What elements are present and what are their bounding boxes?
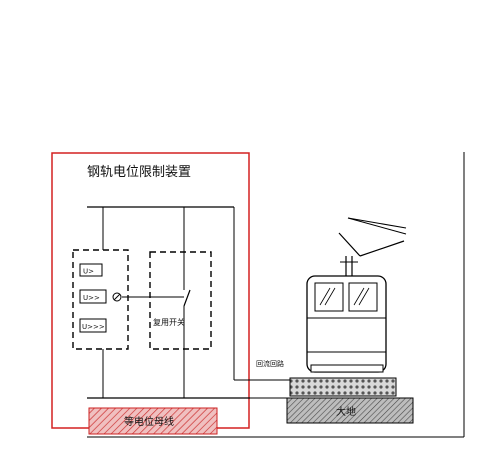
relay-u3-label: U>>>: [82, 323, 105, 331]
relay-u2: [79, 289, 107, 304]
device-title: 钢轨电位限制装置: [87, 165, 191, 180]
equipotential-busbar: [88, 407, 218, 435]
relay-u1-label: U>: [83, 268, 94, 276]
reset-switch-box: [149, 251, 212, 350]
relay-u3: [79, 318, 107, 333]
thyristor-symbol: [112, 292, 122, 302]
earth-ground: [286, 397, 414, 424]
train-icon: [306, 275, 387, 373]
reset-switch-label: 复用开关: [153, 317, 185, 327]
earth-label: 大地: [336, 405, 356, 418]
overhead-catenary: [338, 217, 407, 276]
relay-u2-label: U>>: [83, 294, 100, 302]
relay-u1: [79, 263, 103, 277]
return-circuit-label: 回流回路: [256, 359, 284, 368]
track-ballast: [289, 377, 397, 397]
busbar-label: 等电位母线: [124, 415, 174, 428]
switch-contact: [183, 289, 191, 307]
